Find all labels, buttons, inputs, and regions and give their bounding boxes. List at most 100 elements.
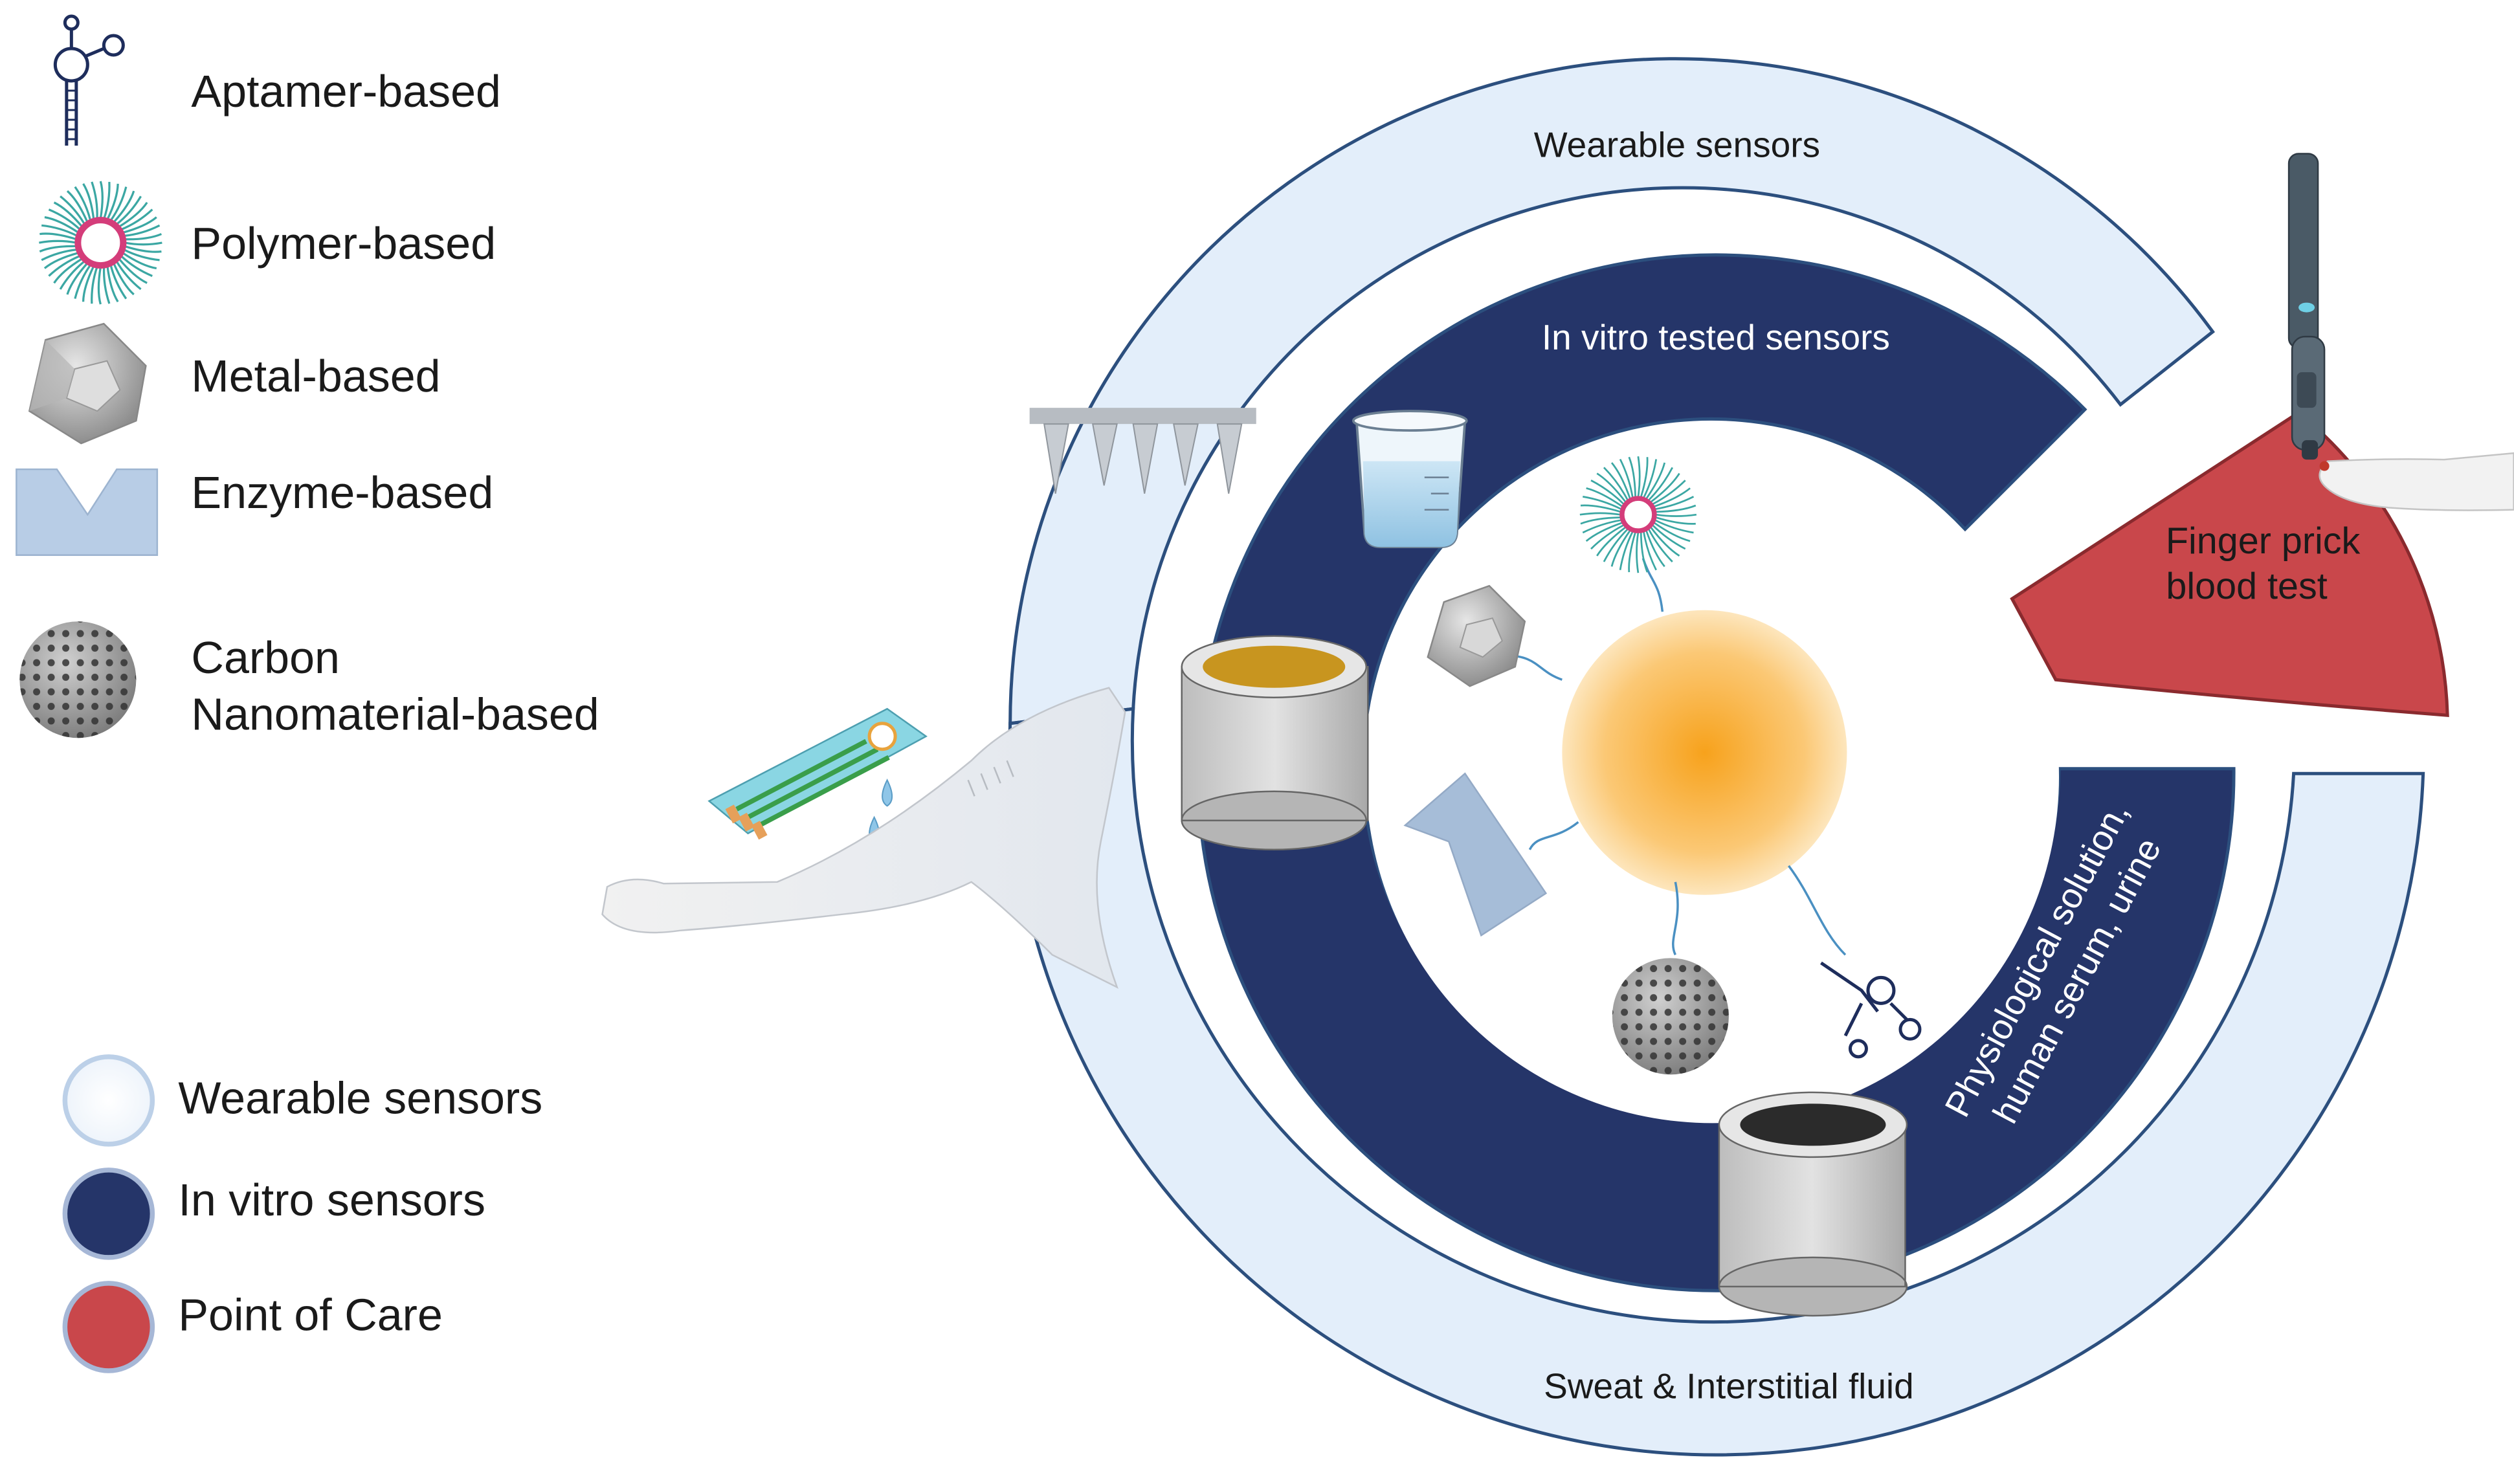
legend-sensor-types: Wearable sensors In vitro sensors Point … [62,1054,542,1373]
polymer-ray [1652,524,1686,550]
polymer-ray [1586,487,1623,507]
polymer-ray [120,255,153,277]
wearable-ring-bottom-label: Sweat & Interstitial fluid [1544,1366,1914,1406]
polymer-ray [109,186,128,221]
legend-aptamer-label: Aptamer-based [191,66,501,116]
polymer-ray [53,201,83,228]
microneedle-patch-icon [1029,408,1256,494]
wearable-ring-top [1008,57,2216,725]
aptamer-icon [53,14,125,146]
polymer-ray [115,260,142,291]
polymer-ray [1645,462,1666,500]
arm-icon [601,687,1126,989]
legend-enzyme-label: Enzyme-based [191,467,493,518]
polymer-ray [1619,531,1634,571]
enzyme-icon [16,468,159,556]
polymer-ray [118,201,148,228]
polymer-ray [48,208,81,230]
polymer-ray [39,239,77,244]
wearable-ring-top-label: Wearable sensors [1534,125,1820,165]
polymer-ray [122,216,157,234]
polymer-ray [1645,530,1665,568]
polymer-ray [1610,529,1631,567]
polymer-ray [1603,528,1629,562]
polymer-ray [99,181,104,219]
polymer-ray [113,262,135,296]
enzyme-core-icon [1403,772,1548,937]
polymer-ray [1650,526,1680,557]
polymer-ray [1628,456,1636,498]
polymer-ray [41,249,78,261]
legend-carbon-label-line1: Carbon [191,632,340,683]
polymer-ray [44,216,80,234]
polymer-ray [1640,532,1649,573]
polymer-ray [41,224,78,237]
polymer-icon [39,181,162,305]
polymer-ray [120,208,153,231]
polymer-ray [102,267,111,304]
polymer-ray [1640,457,1649,498]
polymer-ray [1582,519,1621,534]
legend-metal-label: Metal-based [191,351,440,401]
electrode-cylinder-black [1718,1091,1908,1317]
polymer-ray [1652,480,1686,505]
polymer-ray [59,260,85,290]
polymer-ray [1654,496,1695,511]
legend-carbon-label-line2: Nanomaterial-based [191,689,599,740]
polymer-core-icon [1579,456,1697,573]
poc-label-line2: blood test [2166,566,2327,607]
polymer-ray [124,224,161,238]
polymer-ray [91,266,98,304]
polymer-ray [48,254,81,277]
polymer-ray [43,252,79,269]
legend-poc-label: Point of Care [178,1289,443,1340]
carbon-core-icon [1612,958,1729,1075]
legend-poc-swatch [62,1281,155,1373]
polymer-ray [1653,522,1691,542]
polymer-ray [74,186,92,221]
polymer-ray [1653,487,1691,507]
polymer-ray [124,233,162,241]
nanoparticle-core [1562,610,1847,895]
polymer-ray [115,195,142,226]
polymer-ray [103,181,111,219]
polymer-ray [91,181,98,219]
polymer-ray [1637,456,1641,497]
legend-invitro-swatch [62,1168,155,1260]
polymer-ray [53,258,83,284]
polymer-ray [1656,504,1696,513]
polymer-ray [118,258,148,284]
polymer-ray [82,265,95,302]
lancet-pen-icon [2287,153,2326,460]
metal-icon [28,322,147,445]
sweat-sensor-strip-icon [707,707,928,840]
polymer-ray [60,195,86,225]
polymer-ray [39,245,77,253]
polymer-ray [113,190,135,223]
finger-icon [2319,452,2514,511]
polymer-ray [1648,467,1674,501]
polymer-ray [39,232,77,241]
polymer-ray [109,264,128,300]
polymer-ray [1580,504,1621,513]
polymer-ray [123,249,160,261]
legend-wearable-swatch [62,1054,155,1147]
polymer-ray [1583,495,1622,510]
polymer-ray [106,265,119,303]
carbon-icon [19,621,137,738]
polymer-ray [1656,513,1697,517]
polymer-ray [66,262,89,295]
polymer-ray [74,264,92,299]
polymer-ray [1650,472,1680,503]
polymer-ray [1636,532,1640,573]
polymer-ray [106,183,119,220]
invitro-ring-top-label: In vitro tested sensors [1542,317,1890,357]
legend-polymer-label: Polymer-based [191,218,496,269]
polymer-ray [1596,472,1627,503]
electrode-cylinder-gold [1181,635,1369,851]
polymer-ray [1585,522,1623,542]
legend-wearable-label: Wearable sensors [178,1072,542,1123]
polymer-ray [66,190,89,223]
